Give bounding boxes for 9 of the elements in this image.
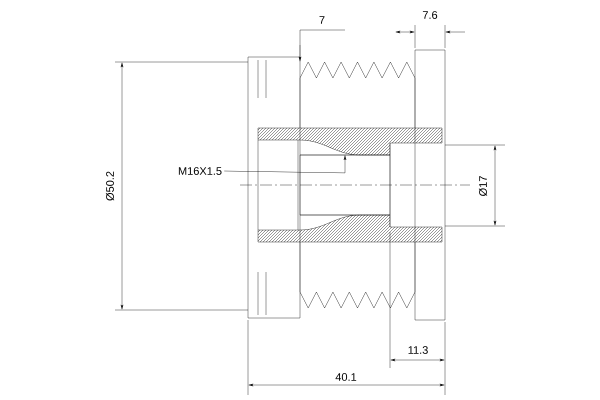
dimension-label: 7: [318, 15, 326, 25]
leader-line: [224, 155, 346, 174]
dimension-label: Ø17: [478, 174, 488, 198]
dimension-label: 7.6: [421, 10, 439, 20]
dimension-label: 40.1: [334, 372, 358, 382]
thread-bore: [300, 154, 390, 216]
thread-label: M16X1.5: [178, 167, 222, 175]
dimension-label: Ø50.2: [104, 170, 116, 202]
dimension-label: 11.3: [406, 345, 430, 355]
